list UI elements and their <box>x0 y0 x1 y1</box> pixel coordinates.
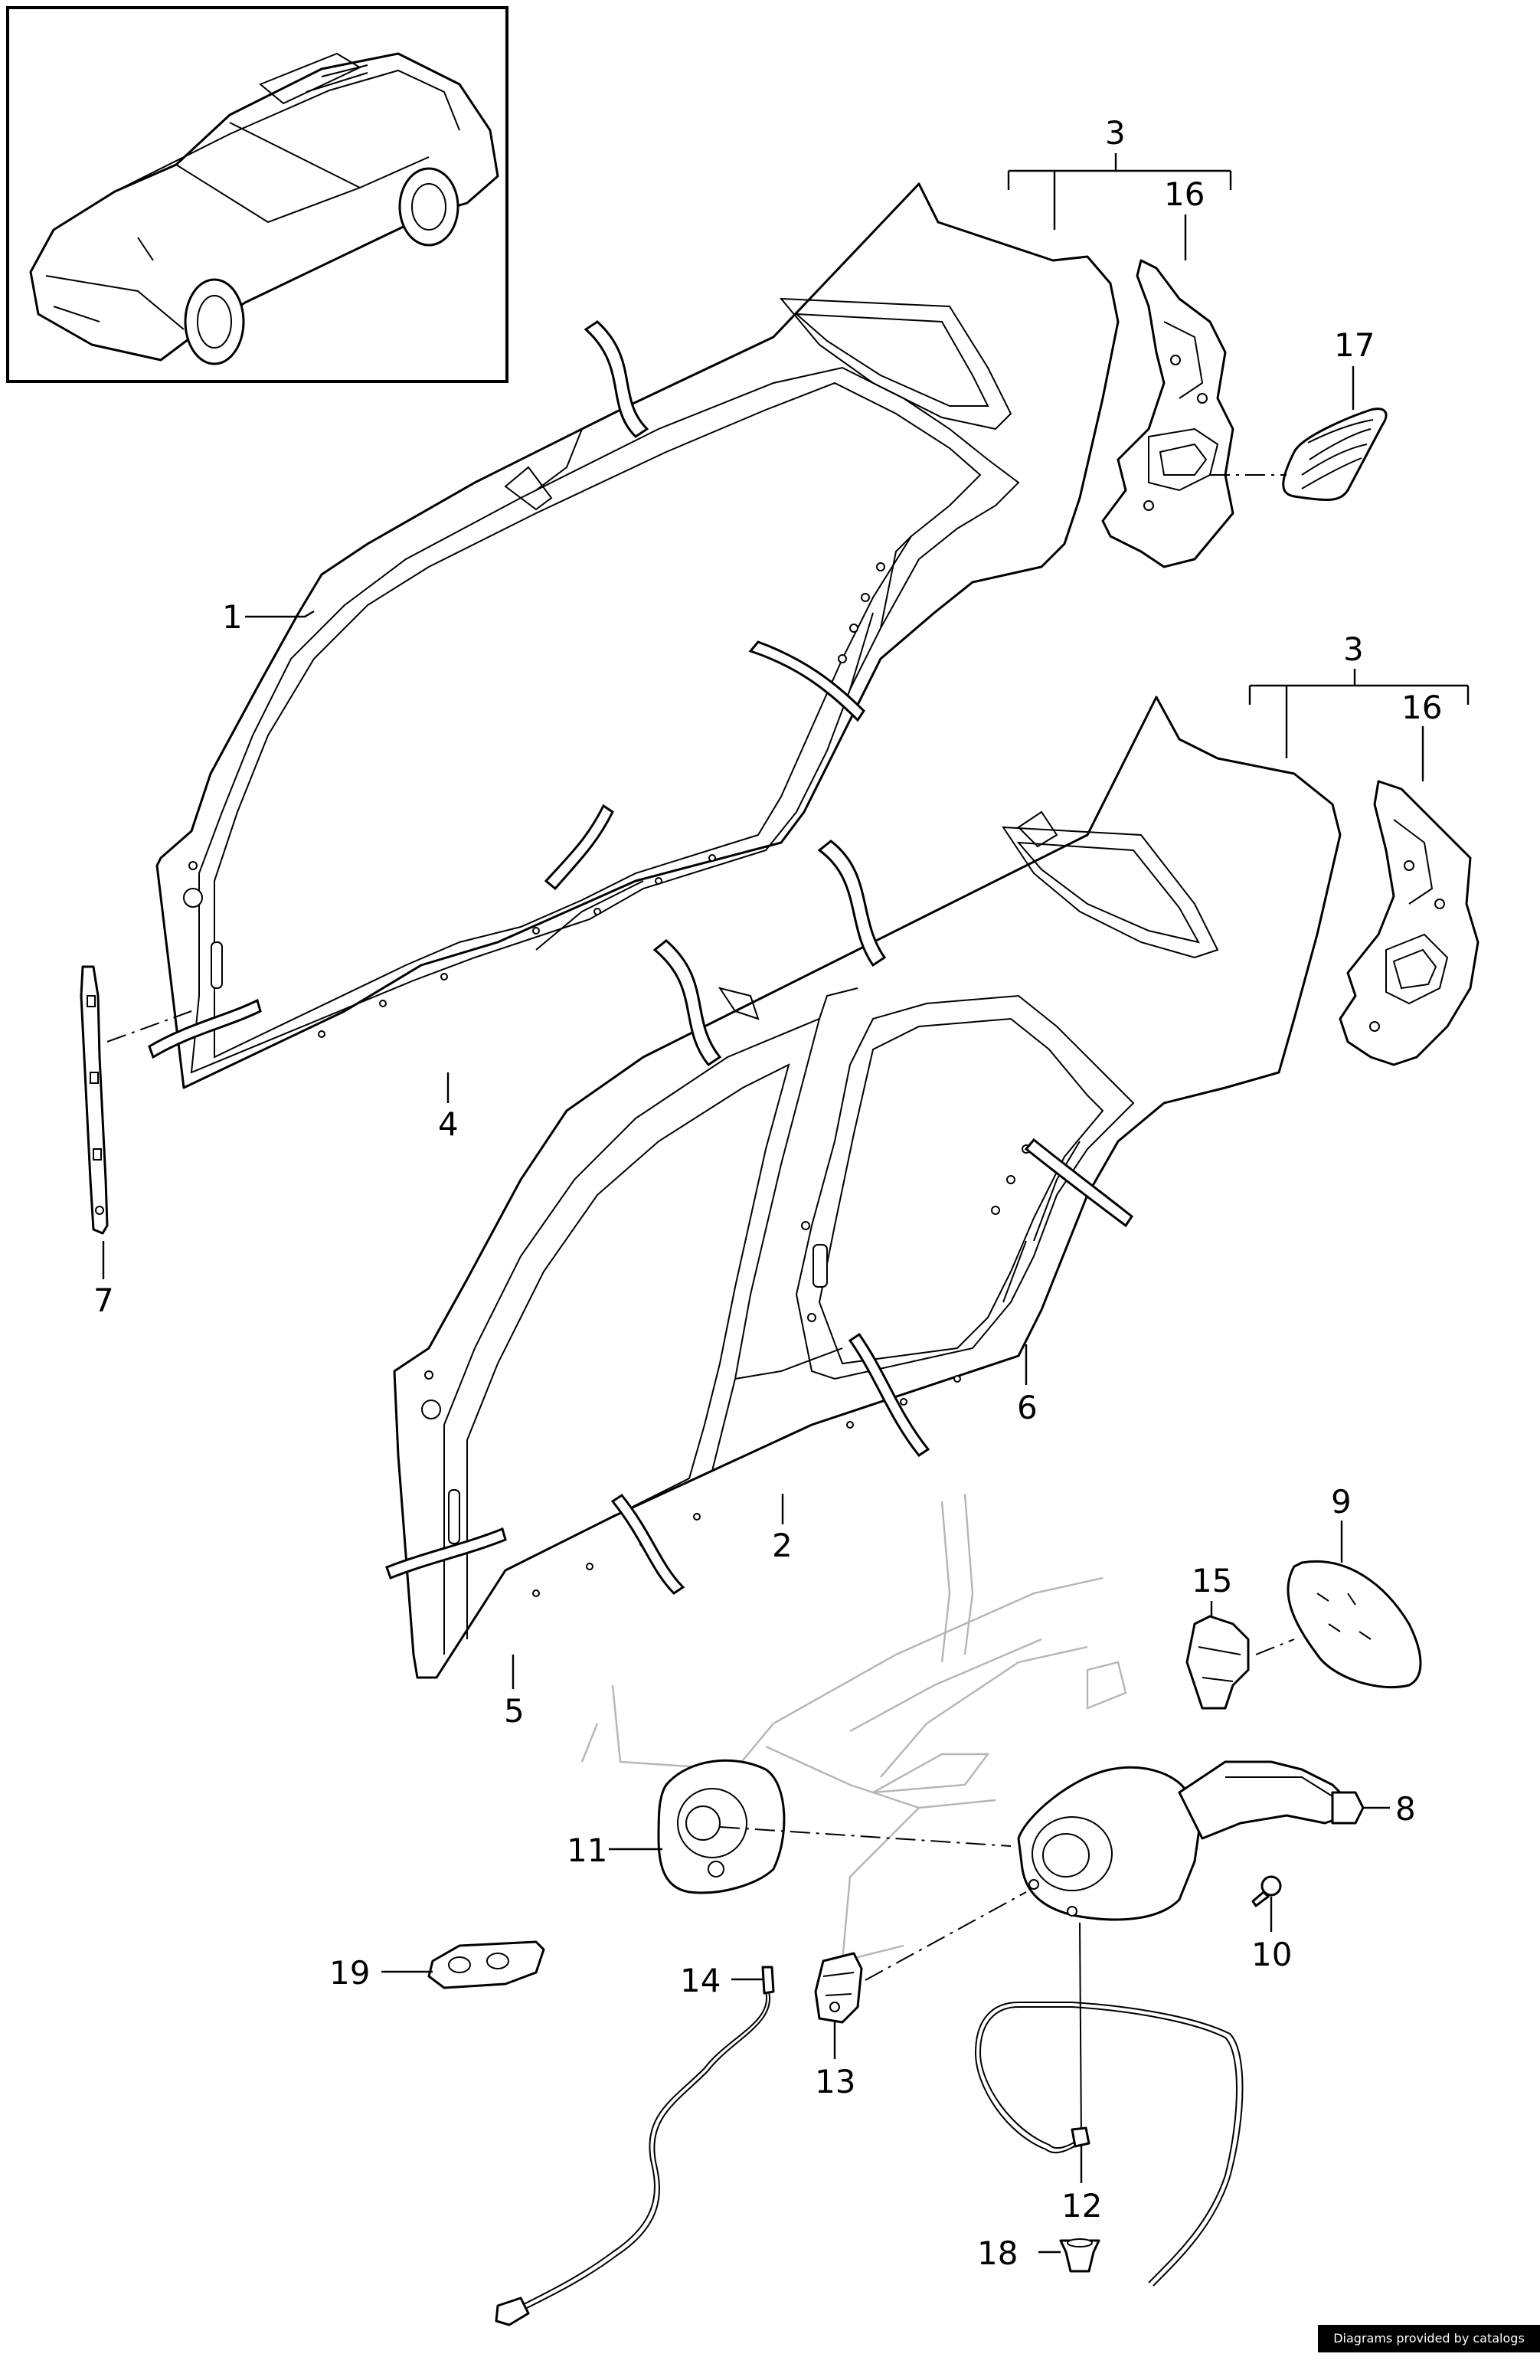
callout-12: 12 <box>1061 2187 1102 2224</box>
side-panel-upper <box>148 182 1120 1089</box>
mount-bracket <box>427 1940 545 1989</box>
credit-bar: Diagrams provided by catalogs parts <box>1318 2325 1540 2373</box>
side-panel-lower <box>385 696 1342 1679</box>
callout-6: 6 <box>1017 1389 1038 1426</box>
vent-grille <box>1282 408 1388 501</box>
callout-15: 15 <box>1192 1562 1232 1599</box>
callout-9: 9 <box>1331 1483 1352 1521</box>
fuel-flap-cover <box>1287 1560 1422 1689</box>
callout-5: 5 <box>504 1692 525 1730</box>
callout-2: 2 <box>772 1527 793 1564</box>
callout-19: 19 <box>329 1954 370 1992</box>
flap-actuator <box>814 1952 863 2024</box>
vehicle-thumbnail <box>6 6 508 383</box>
body-reference-outline <box>580 1493 1127 1963</box>
drain-hose <box>974 1922 1244 2287</box>
callout-4: 4 <box>438 1105 459 1143</box>
callout-11: 11 <box>567 1832 607 1869</box>
dash-link-11-8 <box>719 1826 1012 1847</box>
plug <box>1059 2238 1100 2273</box>
pillar-strip <box>80 965 109 1235</box>
callout-16-upper: 16 <box>1164 175 1205 213</box>
clip <box>1185 1615 1250 1710</box>
callout-3-lower: 3 <box>1343 630 1364 668</box>
callout-16-lower: 16 <box>1401 689 1442 726</box>
callout-7: 7 <box>93 1282 114 1319</box>
callout-14: 14 <box>680 1962 721 1999</box>
leader-lines <box>102 153 1470 2254</box>
rear-bracket-lower <box>1339 780 1480 1066</box>
callout-3-upper: 3 <box>1105 114 1126 152</box>
filler-housing <box>1017 1760 1365 1921</box>
screw <box>1251 1875 1282 1907</box>
dash-link-7-1 <box>106 1010 192 1043</box>
callout-10: 10 <box>1251 1936 1292 1973</box>
release-cable <box>495 1966 775 2326</box>
callout-17: 17 <box>1334 326 1375 364</box>
callout-1: 1 <box>222 598 243 636</box>
callout-13: 13 <box>815 2063 855 2100</box>
dash-link-13-8 <box>865 1891 1027 1981</box>
rear-bracket-upper <box>1101 259 1234 568</box>
callout-8: 8 <box>1395 1790 1416 1828</box>
callout-18: 18 <box>977 2234 1018 2272</box>
callout-numbers: 1 3 16 17 3 16 4 7 6 2 5 9 15 8 11 10 19… <box>93 114 1442 2272</box>
dash-link-15-9 <box>1255 1639 1295 1655</box>
